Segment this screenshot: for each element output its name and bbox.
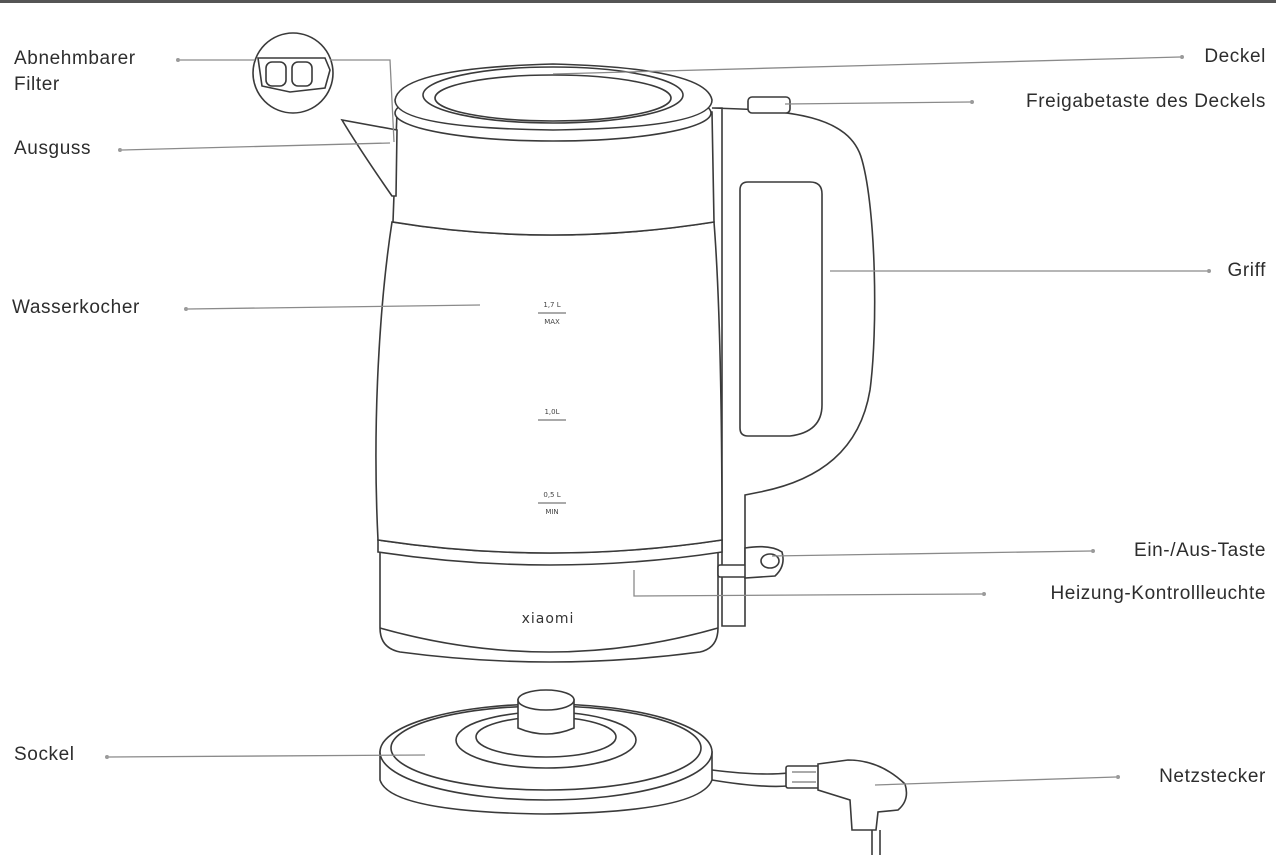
label-spout: Ausguss (14, 138, 92, 159)
min-label-mark: MIN (545, 508, 558, 516)
kettle-body (340, 63, 723, 663)
label-handle: Griff (1227, 260, 1266, 281)
label-power-button: Ein-/Aus-Taste (1134, 540, 1266, 561)
lid-release-button (747, 96, 791, 114)
label-kettle: Wasserkocher (12, 297, 140, 318)
power-switch (717, 545, 784, 579)
brand-logo: xiaomi (522, 611, 575, 627)
label-lid-release: Freigabetaste des Deckels (1026, 91, 1266, 112)
label-plug: Netzstecker (1159, 766, 1266, 787)
leader-lines (105, 55, 1211, 786)
power-plug (711, 759, 908, 855)
label-filter-line1: Abnehmbarer (14, 48, 136, 69)
kettle-handle (711, 107, 876, 627)
label-base: Sockel (14, 744, 75, 765)
volume-markings: 1,7 L MAX 1,0L 0,5 L MIN xiaomi (522, 301, 575, 627)
max-volume-mark: 1,7 L (543, 301, 560, 309)
top-rule (0, 0, 1276, 3)
max-label-mark: MAX (544, 318, 560, 326)
label-heating-indicator: Heizung-Kontrollleuchte (1050, 583, 1266, 604)
label-lid: Deckel (1204, 46, 1266, 67)
kettle-base (379, 689, 713, 815)
min-volume-mark: 0,5 L (543, 491, 560, 499)
filter-inset (252, 32, 334, 114)
label-filter-line2: Filter (14, 74, 60, 95)
mid-volume-mark: 1,0L (544, 408, 559, 416)
